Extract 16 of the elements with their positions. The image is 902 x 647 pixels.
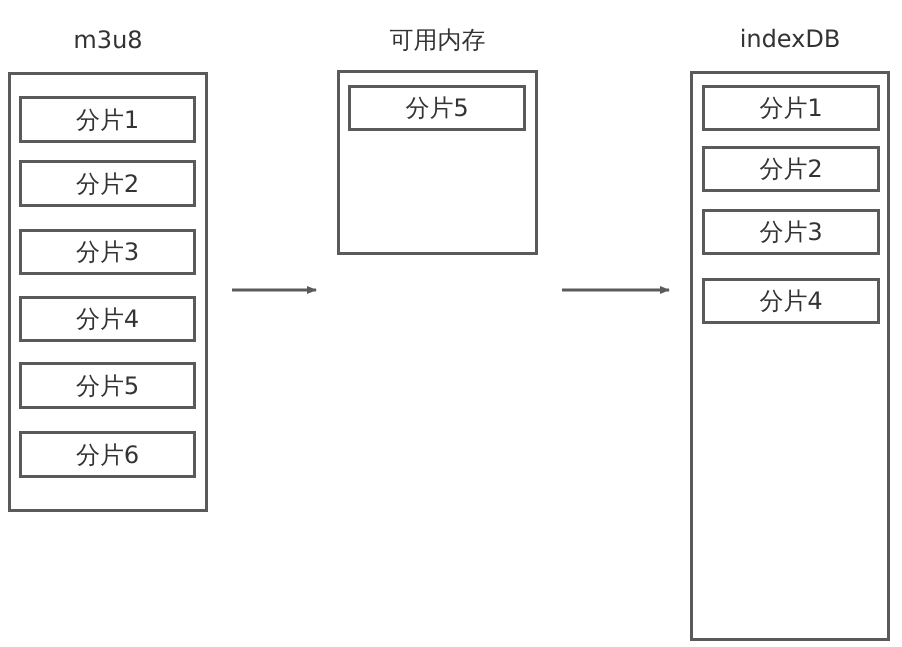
segment-box: 分片3 — [702, 209, 880, 255]
segment-box: 分片1 — [702, 85, 880, 131]
segment-box: 分片2 — [702, 146, 880, 192]
segment-box: 分片4 — [702, 278, 880, 324]
segment-box: 分片6 — [19, 431, 196, 478]
arrow — [232, 286, 317, 294]
column-title: indexDB — [738, 25, 842, 53]
segment-box: 分片5 — [19, 362, 196, 409]
segment-box: 分片5 — [348, 85, 526, 131]
column-title: m3u8 — [72, 26, 144, 54]
column-title: 可用内存 — [388, 25, 486, 56]
arrow — [562, 286, 670, 294]
segment-box: 分片4 — [19, 296, 196, 342]
segment-box: 分片3 — [19, 229, 196, 275]
segment-box: 分片1 — [19, 96, 196, 143]
segment-box: 分片2 — [19, 160, 196, 207]
